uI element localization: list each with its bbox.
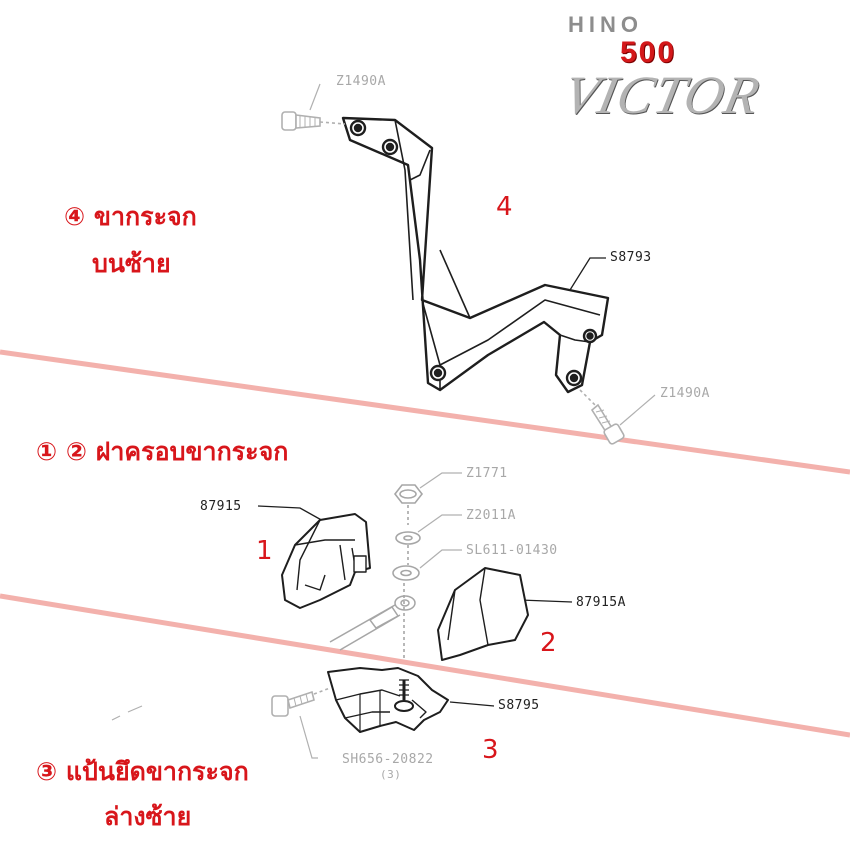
title-lower-mount: ③ แป้นยึดขากระจก bbox=[36, 757, 249, 786]
code-sh656-qty: (3) bbox=[380, 768, 402, 781]
brand-hino: HINO bbox=[568, 12, 643, 37]
mirror-cover-left bbox=[281, 513, 371, 609]
nut-washer-stack bbox=[392, 484, 424, 660]
code-z2011a: Z2011A bbox=[466, 508, 516, 523]
callout-1: 1 bbox=[256, 536, 273, 566]
callout-3: 3 bbox=[482, 735, 499, 765]
brand-victor: VICTOR bbox=[558, 65, 766, 125]
title-covers: ① ② ฝาครอบขากระจก bbox=[36, 437, 289, 466]
code-z1771: Z1771 bbox=[466, 466, 508, 481]
bolt-sh656 bbox=[271, 687, 331, 717]
stud-terminal bbox=[329, 595, 416, 651]
code-87915a: 87915A bbox=[576, 595, 626, 610]
lower-mirror-mount bbox=[327, 667, 449, 733]
divider-lower bbox=[0, 593, 850, 738]
divider-upper bbox=[0, 349, 850, 475]
title-upper-bracket: ④ ขากระจก bbox=[64, 202, 197, 231]
code-s8793: S8793 bbox=[610, 250, 652, 265]
divider-lines bbox=[0, 349, 850, 738]
code-z1490a-bottom: Z1490A bbox=[660, 386, 710, 401]
code-sh656: SH656-20822 bbox=[342, 752, 434, 767]
code-sl611: SL611-01430 bbox=[466, 543, 558, 558]
mirror-cover-right bbox=[437, 567, 529, 661]
code-z1490a-top: Z1490A bbox=[336, 74, 386, 89]
code-87915: 87915 bbox=[200, 499, 242, 514]
upper-mirror-bracket bbox=[341, 116, 610, 394]
callout-4: 4 bbox=[496, 192, 513, 222]
title-upper-bracket-sub: บนซ้าย bbox=[92, 249, 171, 278]
title-lower-mount-sub: ล่างซ้าย bbox=[104, 802, 192, 831]
leader-lines-faint bbox=[111, 472, 462, 759]
bolt-z1490a-top bbox=[281, 83, 346, 131]
code-s8795: S8795 bbox=[498, 698, 540, 713]
bolt-z1490a-bottom bbox=[579, 389, 656, 445]
callout-2: 2 bbox=[540, 628, 557, 658]
brand-500: 500 bbox=[620, 36, 677, 69]
leader-lines bbox=[257, 257, 606, 707]
